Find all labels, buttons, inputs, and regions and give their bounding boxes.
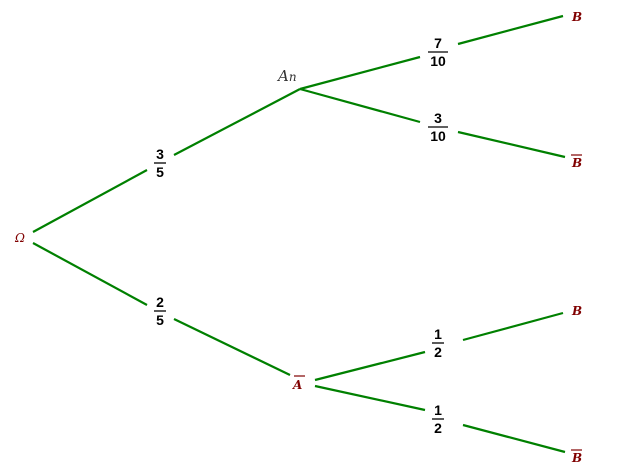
node-b-2: B	[571, 304, 582, 318]
prob-abar-bbar: 1 2	[432, 402, 444, 436]
edge-a-b-1	[299, 55, 421, 91]
edge-a-bbar-2	[457, 130, 566, 159]
node-b-bar-1-label: B	[571, 156, 582, 170]
node-a-bar-label: A	[292, 378, 302, 392]
numerator: 2	[156, 294, 164, 310]
edge-abar-bbar-2	[462, 423, 566, 454]
edge-abar-b-2	[462, 311, 564, 342]
node-a-bar: A	[292, 375, 305, 392]
prob-abar-b: 1 2	[432, 326, 444, 360]
prob-a-b: 7 10	[428, 35, 448, 69]
numerator: 1	[434, 326, 442, 342]
node-a: An	[276, 67, 297, 85]
denominator: 2	[434, 344, 442, 360]
node-a-label: A	[276, 67, 289, 85]
node-b-bar-2: B	[571, 449, 582, 465]
edge-root-abar-1	[32, 242, 148, 306]
denominator: 2	[434, 420, 442, 436]
edge-abar-b-1	[314, 350, 426, 382]
numerator: 7	[434, 35, 442, 51]
numerator: 3	[156, 146, 164, 162]
denominator: 5	[156, 312, 164, 328]
edge-root-abar-2	[173, 318, 291, 376]
node-b-bar-1: B	[571, 154, 582, 170]
prob-root-abar: 2 5	[154, 294, 166, 328]
node-root: Ω	[14, 231, 25, 245]
node-a-subscript: n	[289, 70, 297, 84]
numerator: 3	[434, 110, 442, 126]
edge-root-a-1	[32, 169, 148, 233]
prob-root-a: 3 5	[154, 146, 166, 180]
node-b-1: B	[571, 10, 582, 24]
node-b-bar-2-label: B	[571, 451, 582, 465]
edge-root-a-2	[173, 88, 301, 156]
edge-a-bbar-1	[299, 87, 421, 124]
denominator: 5	[156, 164, 164, 180]
edge-a-b-2	[457, 14, 564, 46]
edge-abar-bbar-1	[314, 384, 426, 412]
numerator: 1	[434, 402, 442, 418]
denominator: 10	[430, 128, 446, 144]
prob-a-bbar: 3 10	[428, 110, 448, 144]
denominator: 10	[430, 53, 446, 69]
